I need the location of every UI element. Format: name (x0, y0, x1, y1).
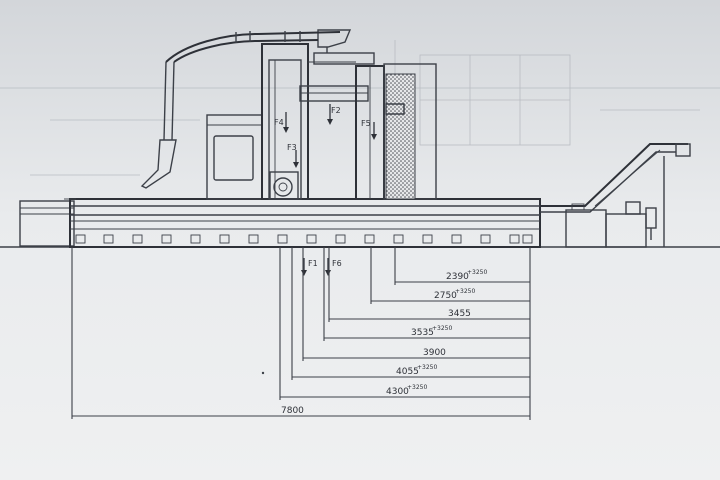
dimension-value: 2390 (446, 272, 469, 282)
leveling-foot (306, 234, 317, 244)
leveling-foot (75, 234, 86, 244)
bed-leveling-feet (75, 234, 533, 244)
leveling-foot (277, 234, 288, 244)
force-arrow-head (371, 134, 377, 140)
force-label: F1 (308, 259, 318, 268)
left-end-guard (19, 200, 75, 247)
force-f5: F5 (361, 119, 377, 140)
dimension-lines: 2390+32502750+325034553535+325039004055+… (71, 247, 531, 420)
dimension-2390: 2390+3250 (394, 247, 530, 285)
leveling-foot (132, 234, 143, 244)
force-label: F6 (332, 259, 342, 268)
force-label: F2 (331, 106, 341, 115)
dimension-superscript: +3250 (407, 384, 427, 391)
chip-conveyor (540, 143, 691, 248)
dimension-superscript: +3250 (455, 288, 475, 295)
dimension-superscript: +3250 (467, 269, 487, 276)
leveling-foot (161, 234, 172, 244)
stray-dot (261, 371, 265, 375)
electrical-cabinet (383, 63, 437, 200)
dimension-value: 3535 (411, 328, 434, 338)
force-f2: F2 (327, 104, 341, 125)
force-f3: F3 (287, 143, 299, 168)
leveling-foot (522, 234, 533, 244)
dimension-4055: 4055+3250 (291, 247, 530, 380)
dimension-value: 3900 (423, 348, 446, 358)
background-ghost-lines (0, 40, 720, 200)
leveling-foot (451, 234, 462, 244)
force-arrow-head (293, 162, 299, 168)
dimension-3535: 3535+3250 (323, 247, 530, 341)
leveling-foot (190, 234, 201, 244)
machine-bed (64, 198, 541, 248)
cable-duct-arm (140, 31, 341, 189)
leveling-foot (422, 234, 433, 244)
force-label: F5 (361, 119, 371, 128)
leveling-foot (393, 234, 404, 244)
dimension-value: 7800 (281, 406, 304, 416)
leveling-foot (364, 234, 375, 244)
leveling-foot (219, 234, 230, 244)
force-f6: F6 (325, 258, 342, 276)
dimension-2750: 2750+3250 (370, 247, 530, 304)
spindle-head (269, 171, 299, 200)
dimension-value: 4300 (386, 387, 409, 397)
force-arrow-head (283, 127, 289, 133)
operator-panel-column (206, 114, 263, 200)
dimension-3900: 3900 (302, 247, 530, 361)
leveling-foot (335, 234, 346, 244)
top-head (313, 29, 375, 65)
leveling-foot (103, 234, 114, 244)
dimension-7800: 7800 (71, 247, 530, 419)
leveling-foot (509, 234, 520, 244)
dimension-value: 4055 (396, 367, 419, 377)
force-f4: F4 (274, 112, 289, 133)
dimension-3455: 3455 (328, 247, 530, 322)
force-arrow-head (325, 270, 331, 276)
force-label: F3 (287, 143, 297, 152)
force-arrow-head (301, 270, 307, 276)
force-arrow-head (327, 119, 333, 125)
leveling-foot (248, 234, 259, 244)
dimension-superscript: +3250 (417, 364, 437, 371)
leveling-foot (480, 234, 491, 244)
dimension-superscript: +3250 (432, 325, 452, 332)
dimension-value: 2750 (434, 291, 457, 301)
force-label: F4 (274, 118, 284, 127)
dimension-value: 3455 (448, 309, 471, 319)
dimension-4300: 4300+3250 (279, 247, 530, 400)
